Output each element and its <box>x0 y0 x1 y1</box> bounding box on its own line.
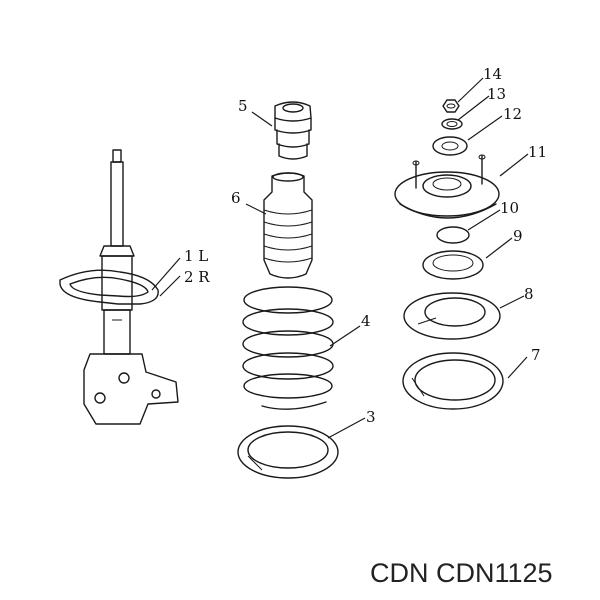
callout-6: 6 <box>231 189 241 207</box>
strut-mount <box>394 154 500 219</box>
bearing-plate <box>432 136 468 156</box>
washer <box>441 118 463 130</box>
callout-4: 4 <box>361 312 371 330</box>
callout-3: 3 <box>366 408 376 426</box>
brand-part-number: CDN CDN1125 <box>370 558 553 588</box>
callouts: 1 L 2 R 3 4 5 6 7 8 9 10 11 12 13 14 <box>184 65 547 426</box>
callout-10: 10 <box>500 199 519 217</box>
callout-7: 7 <box>531 346 541 364</box>
bump-stop <box>274 101 312 160</box>
callout-1-l: 1 L <box>184 247 208 265</box>
callout-13: 13 <box>487 85 506 103</box>
callout-14: 14 <box>483 65 502 83</box>
callout-11: 11 <box>528 143 547 161</box>
upper-insulator <box>402 352 504 410</box>
callout-2-r: 2 R <box>184 268 210 286</box>
lower-insulator <box>237 425 339 479</box>
nut <box>442 99 460 113</box>
callout-8: 8 <box>524 285 534 303</box>
dust-boot <box>263 172 313 279</box>
upper-spring-seat <box>403 292 501 340</box>
bearing <box>422 250 484 280</box>
o-ring <box>436 226 470 244</box>
callout-9: 9 <box>513 227 523 245</box>
callout-12: 12 <box>503 105 522 123</box>
callout-5: 5 <box>238 97 248 115</box>
coil-spring <box>242 286 334 410</box>
shock-absorber <box>59 149 179 425</box>
leader-lines <box>151 77 529 439</box>
